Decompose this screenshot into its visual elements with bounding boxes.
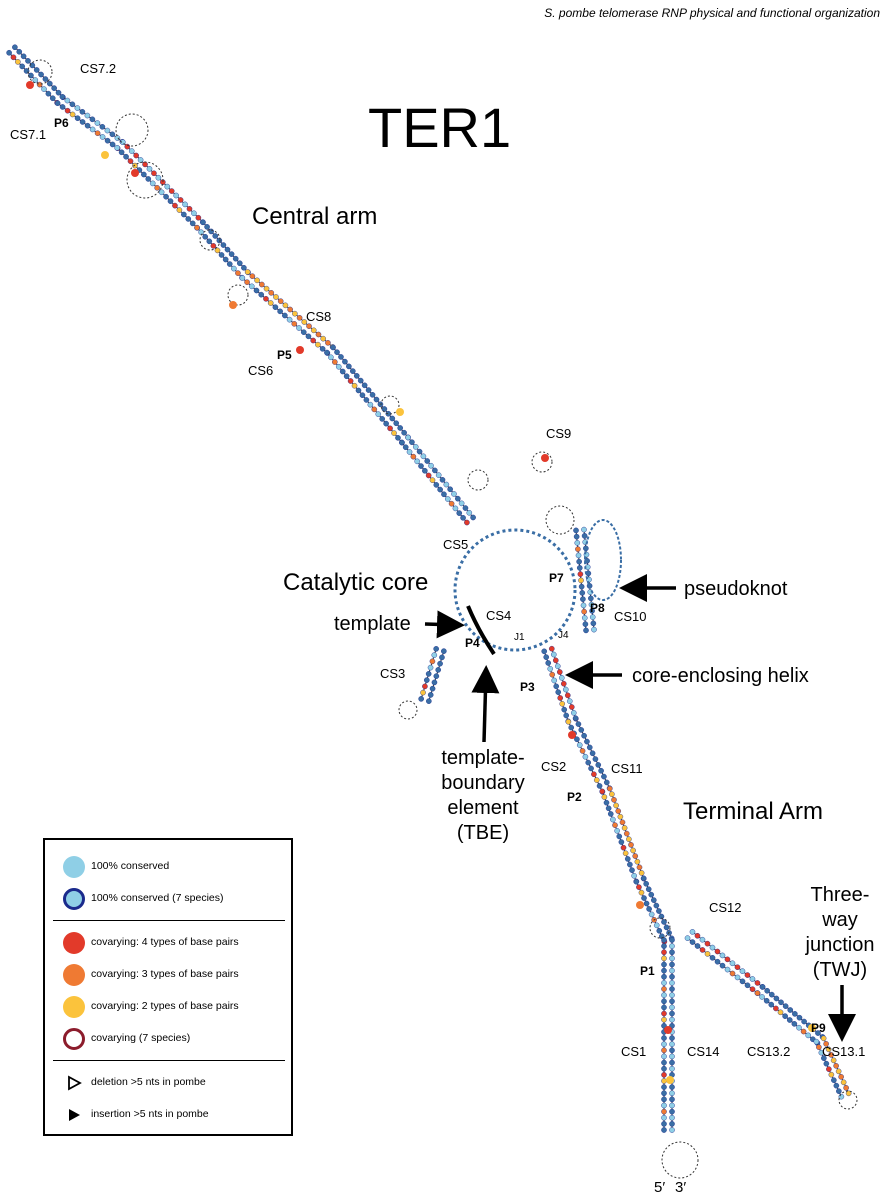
label-cs14: CS14 — [687, 1044, 720, 1059]
label-cs4: CS4 — [486, 608, 511, 623]
annotation-template: template — [334, 613, 411, 635]
annotation-tbe-line4: (TBE) — [457, 822, 509, 844]
label-cs10: CS10 — [614, 609, 647, 624]
legend-item-cov3: covarying: 3 types of base pairs — [45, 958, 291, 990]
legend-item-insertion: insertion >5 nts in pombe — [45, 1098, 291, 1130]
arrow-tbe — [471, 665, 500, 743]
annotation-core-enclosing-helix: core-enclosing helix — [632, 665, 809, 687]
conserved-7-species-dot-icon — [63, 888, 85, 910]
legend-item-cov2: covarying: 2 types of base pairs — [45, 990, 291, 1022]
deletion-triangle-icon — [68, 1075, 82, 1091]
label-p4: P4 — [465, 636, 480, 650]
label-p8: P8 — [590, 601, 605, 615]
legend-item-conserved: 100% conserved — [45, 850, 291, 882]
region-label-terminal-arm: Terminal Arm — [683, 798, 823, 825]
label-j1: J1 — [514, 632, 525, 643]
header-caption: S. pombe telomerase RNP physical and fun… — [544, 6, 880, 20]
annotation-twj-line3: junction — [805, 934, 875, 956]
legend-item-conserved-7: 100% conserved (7 species) — [45, 882, 291, 914]
region-label-catalytic-core: Catalytic core — [283, 569, 428, 596]
label-p6: P6 — [54, 116, 69, 130]
label-cs3: CS3 — [380, 666, 405, 681]
label-cs9: CS9 — [546, 426, 571, 441]
label-j4: J4 — [558, 630, 569, 641]
legend-divider — [53, 1060, 285, 1061]
covary-4-dot-icon — [63, 932, 85, 954]
rna-loops — [27, 59, 858, 1179]
annotation-pseudoknot: pseudoknot — [684, 578, 788, 600]
rna-strands — [6, 44, 852, 1133]
legend: 100% conserved 100% conserved (7 species… — [43, 838, 293, 1136]
annotation-tbe-line3: element — [447, 797, 519, 819]
legend-item-cov4: covarying: 4 types of base pairs — [45, 926, 291, 958]
label-cs1: CS1 — [621, 1044, 646, 1059]
legend-item-deletion: deletion >5 nts in pombe — [45, 1066, 291, 1098]
label-cs6: CS6 — [248, 363, 273, 378]
legend-divider — [53, 920, 285, 921]
legend-item-cov7: covarying (7 species) — [45, 1022, 291, 1054]
covariation-marks — [26, 81, 816, 1084]
label-cs7-2: CS7.2 — [80, 61, 116, 76]
annotation-tbe-line1: template- — [441, 747, 524, 769]
label-cs2: CS2 — [541, 759, 566, 774]
region-label-central-arm: Central arm — [252, 203, 377, 230]
covary-7-species-ring-icon — [63, 1028, 85, 1050]
label-cs7-1: CS7.1 — [10, 127, 46, 142]
page-title: TER1 — [368, 96, 511, 159]
insertion-triangle-icon — [69, 1109, 80, 1121]
conserved-dot-icon — [63, 856, 85, 878]
arrow-template — [424, 610, 465, 639]
label-cs12: CS12 — [709, 900, 742, 915]
annotation-twj-line4: (TWJ) — [813, 959, 867, 981]
label-p1: P1 — [640, 964, 655, 978]
label-cs13-1: CS13.1 — [822, 1044, 865, 1059]
label-cs8: CS8 — [306, 309, 331, 324]
label-3-prime: 3′ — [675, 1179, 686, 1196]
label-p2: P2 — [567, 790, 582, 804]
covary-3-dot-icon — [63, 964, 85, 986]
template-segment-marker — [466, 605, 496, 656]
label-p5: P5 — [277, 348, 292, 362]
label-p3: P3 — [520, 680, 535, 694]
label-cs11: CS11 — [611, 761, 643, 776]
annotation-tbe-line2: boundary — [441, 772, 524, 794]
label-5-prime: 5′ — [654, 1179, 665, 1196]
label-cs13-2: CS13.2 — [747, 1044, 790, 1059]
label-p7: P7 — [549, 571, 564, 585]
annotation-twj-line1: Three- — [811, 884, 870, 906]
covary-2-dot-icon — [63, 996, 85, 1018]
annotation-twj-line2: way — [821, 909, 858, 931]
label-p9: P9 — [811, 1021, 826, 1035]
label-cs5: CS5 — [443, 537, 468, 552]
